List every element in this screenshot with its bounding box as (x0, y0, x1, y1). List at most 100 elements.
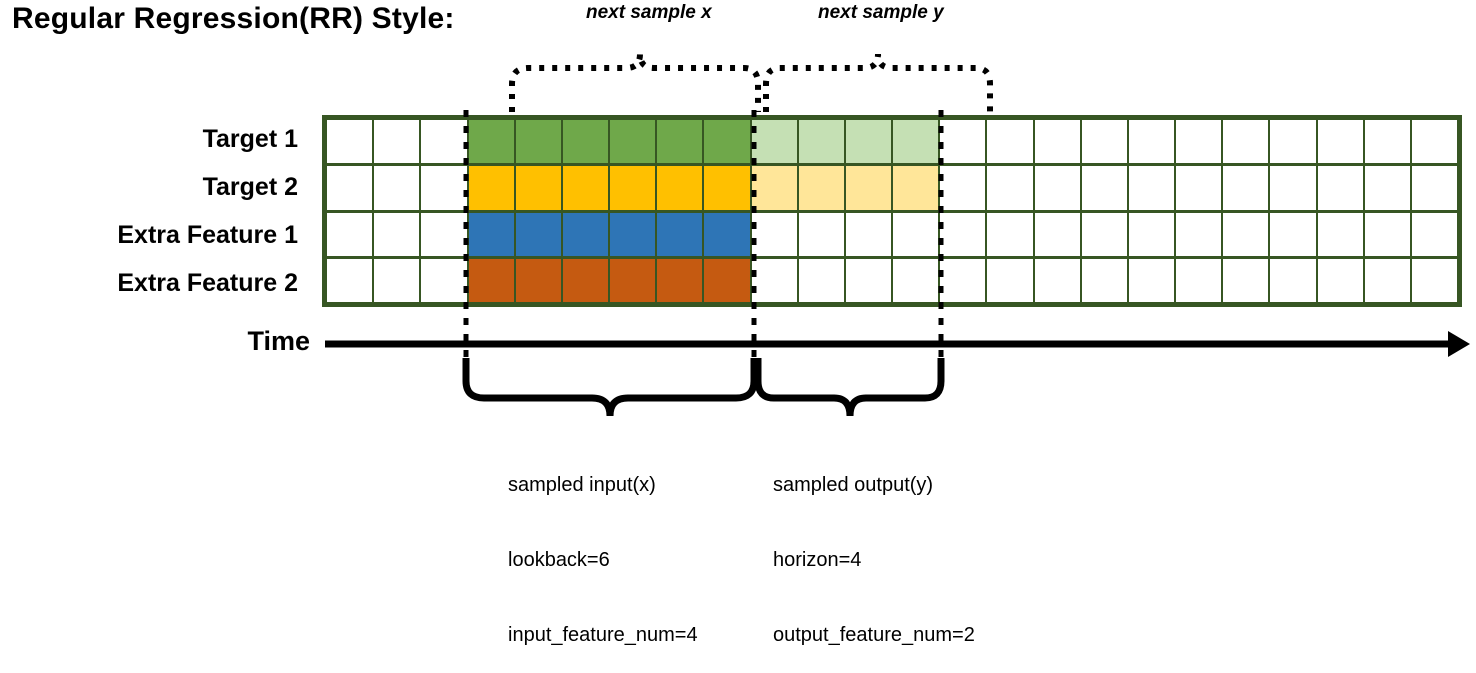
next-sample-x-label: next sample x (586, 2, 712, 23)
caption-input-line2: lookback=6 (508, 549, 610, 571)
grid-cell-extra-feature-1-t3-input (468, 212, 514, 256)
grid-row-target-2 (327, 166, 1458, 210)
grid-cell-extra-feature-2-t21-empty (1317, 258, 1363, 302)
grid-cell-target-1-t20-empty (1270, 120, 1316, 164)
grid-cell-extra-feature-2-t20-empty (1270, 258, 1316, 302)
grid-cell-extra-feature-2-t1-empty (374, 258, 420, 302)
grid-cell-target-2-t9-output (751, 166, 797, 210)
grid-cell-extra-feature-1-t9-empty (751, 212, 797, 256)
grid-cell-target-2-t19-empty (1223, 166, 1269, 210)
grid-cell-extra-feature-2-t5-input (562, 258, 609, 302)
grid-cell-extra-feature-1-t8-input (704, 212, 750, 256)
grid-cell-target-2-t11-output (845, 166, 892, 210)
grid-cell-target-1-t19-empty (1223, 120, 1269, 164)
grid-cell-extra-feature-1-t2-empty (421, 212, 467, 256)
grid-cell-target-2-t1-empty (374, 166, 420, 210)
grid-cell-target-1-t1-empty (374, 120, 420, 164)
grid-cell-extra-feature-2-t15-empty (1034, 258, 1080, 302)
grid-cell-target-2-t8-input (704, 166, 750, 210)
grid-cell-target-1-t15-empty (1034, 120, 1080, 164)
grid-cell-target-2-t21-empty (1317, 166, 1363, 210)
row-label-extra-feature-1: Extra Feature 1 (117, 221, 298, 249)
grid-cell-extra-feature-2-t2-empty (421, 258, 467, 302)
grid-cell-extra-feature-1-t16-empty (1081, 212, 1127, 256)
timeseries-grid (322, 115, 1462, 307)
grid-cell-extra-feature-1-t21-empty (1317, 212, 1363, 256)
grid-cell-extra-feature-2-t10-empty (798, 258, 844, 302)
grid-cell-target-2-t4-input (515, 166, 561, 210)
grid-cell-target-2-t7-input (657, 166, 703, 210)
grid-cell-target-1-t9-output (751, 120, 797, 164)
grid-cell-extra-feature-1-t0-empty (327, 212, 373, 256)
brace-next-sample-x (509, 53, 761, 112)
grid-cell-extra-feature-2-t4-input (515, 258, 561, 302)
grid-cell-target-2-t6-input (610, 166, 656, 210)
caption-input-line1: sampled input(x) (508, 474, 656, 496)
grid-cell-extra-feature-2-t16-empty (1081, 258, 1127, 302)
row-label-target-2: Target 2 (202, 173, 298, 201)
grid-cell-target-1-t21-empty (1317, 120, 1363, 164)
row-label-extra-feature-2: Extra Feature 2 (117, 269, 298, 297)
grid-cell-target-1-t7-input (657, 120, 703, 164)
grid-cell-target-1-t17-empty (1128, 120, 1175, 164)
grid-cell-extra-feature-2-t8-input (704, 258, 750, 302)
grid-cell-target-1-t18-empty (1176, 120, 1222, 164)
caption-sampled-input: sampled input(x) lookback=6 input_featur… (508, 423, 698, 673)
grid-cell-extra-feature-2-t7-input (657, 258, 703, 302)
grid-cell-extra-feature-1-t4-input (515, 212, 561, 256)
grid-cell-extra-feature-1-t7-input (657, 212, 703, 256)
grid-cell-target-1-t6-input (610, 120, 656, 164)
grid-cell-extra-feature-1-t15-empty (1034, 212, 1080, 256)
grid-cell-extra-feature-1-t10-empty (798, 212, 844, 256)
grid-cell-extra-feature-2-t19-empty (1223, 258, 1269, 302)
caption-output-line2: horizon=4 (773, 549, 862, 571)
grid-cell-target-2-t12-output (893, 166, 939, 210)
grid-cell-extra-feature-1-t5-input (562, 212, 609, 256)
grid-cell-extra-feature-1-t1-empty (374, 212, 420, 256)
grid-cell-extra-feature-1-t14-empty (987, 212, 1033, 256)
grid-cell-extra-feature-2-t18-empty (1176, 258, 1222, 302)
grid-cell-target-1-t4-input (515, 120, 561, 164)
grid-cell-target-2-t18-empty (1176, 166, 1222, 210)
time-axis-arrow (325, 331, 1470, 357)
grid-row-extra-feature-2 (327, 258, 1458, 302)
time-axis-label: Time (247, 326, 310, 356)
grid-cell-target-2-t17-empty (1128, 166, 1175, 210)
grid-cell-target-1-t23-empty (1411, 120, 1458, 164)
grid-cell-extra-feature-2-t17-empty (1128, 258, 1175, 302)
caption-input-line3: input_feature_num=4 (508, 624, 698, 646)
grid-cell-extra-feature-2-t22-empty (1364, 258, 1410, 302)
grid-cell-extra-feature-1-t17-empty (1128, 212, 1175, 256)
grid-cell-extra-feature-1-t22-empty (1364, 212, 1410, 256)
brace-sampled-output (754, 358, 945, 417)
grid-cell-target-1-t14-empty (987, 120, 1033, 164)
grid-cell-target-1-t5-input (562, 120, 609, 164)
grid-cell-extra-feature-2-t9-empty (751, 258, 797, 302)
page-title: Regular Regression(RR) Style: (12, 2, 455, 35)
grid-cell-target-2-t0-empty (327, 166, 373, 210)
grid-cell-extra-feature-1-t12-empty (893, 212, 939, 256)
row-label-column: Target 1 Target 2 Extra Feature 1 Extra … (0, 115, 310, 307)
grid-cell-target-1-t10-output (798, 120, 844, 164)
grid-cell-target-2-t3-input (468, 166, 514, 210)
grid-cell-extra-feature-2-t13-empty (940, 258, 986, 302)
grid-cell-extra-feature-1-t20-empty (1270, 212, 1316, 256)
grid-row-target-1 (327, 120, 1458, 164)
grid-cell-target-2-t22-empty (1364, 166, 1410, 210)
grid-cell-target-2-t5-input (562, 166, 609, 210)
grid-cell-extra-feature-1-t13-empty (940, 212, 986, 256)
grid-cell-extra-feature-2-t0-empty (327, 258, 373, 302)
grid-cell-target-1-t12-output (893, 120, 939, 164)
next-sample-y-label: next sample y (818, 2, 944, 23)
grid-cell-target-2-t23-empty (1411, 166, 1458, 210)
grid-cell-target-1-t8-input (704, 120, 750, 164)
grid-cell-target-1-t13-empty (940, 120, 986, 164)
grid-cell-target-1-t16-empty (1081, 120, 1127, 164)
row-label-target-1: Target 1 (202, 125, 298, 153)
grid-row-extra-feature-1 (327, 212, 1458, 256)
grid-cell-target-1-t3-input (468, 120, 514, 164)
grid-cell-target-2-t15-empty (1034, 166, 1080, 210)
grid-cell-target-2-t14-empty (987, 166, 1033, 210)
grid-cell-target-1-t2-empty (421, 120, 467, 164)
grid-cell-extra-feature-2-t14-empty (987, 258, 1033, 302)
